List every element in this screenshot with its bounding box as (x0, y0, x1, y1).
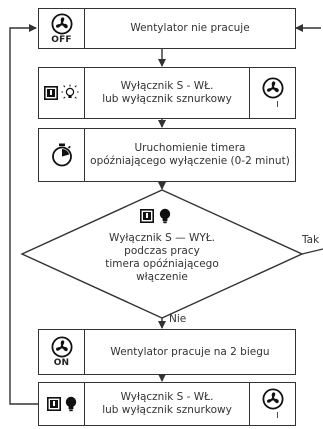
yes-branch-line (301, 248, 323, 255)
switch-on-icon-cell (39, 68, 85, 118)
step-fan-on: ON Wentylator pracuje na 2 biegu (38, 329, 296, 375)
fan-on-caption: ON (53, 358, 70, 368)
timer-line1: Uruchomienie timera (134, 142, 246, 154)
fan-on-icon-cell: ON (39, 330, 85, 374)
fan-icon (261, 388, 284, 410)
switch-on-line1: Wyłącznik S - WŁ. (120, 80, 214, 92)
switch-on-2-line2: lub wyłącznik sznurkowy (102, 404, 232, 416)
yes-label: Tak (302, 234, 320, 246)
switch-icon (46, 397, 61, 411)
light-bulb-icon (65, 396, 76, 412)
decision-line1: Wyłącznik S — WYŁ. (109, 232, 215, 244)
decision-line3: timera opóźniającego (105, 258, 219, 270)
fan-icon (50, 336, 73, 358)
fan-off-text: Wentylator nie pracuje (130, 22, 250, 34)
switch-on-2-text: Wyłącznik S - WŁ. lub wyłącznik sznurkow… (85, 383, 249, 425)
decision-diamond (20, 189, 304, 319)
fan-icon (261, 77, 284, 99)
switch-icon (44, 86, 58, 100)
no-label: Nie (169, 313, 187, 325)
fan-icon (50, 12, 73, 35)
switch-on-2-icon-cell (39, 383, 85, 425)
switch-on-text: Wyłącznik S - WŁ. lub wyłącznik sznurkow… (85, 68, 249, 118)
switch-on-2-line1: Wyłącznik S - WŁ. (120, 391, 214, 403)
stopwatch-icon (51, 143, 72, 167)
step-switch-on: Wyłącznik S - WŁ. lub wyłącznik sznurkow… (38, 67, 296, 119)
speed-1-caption-2: I (276, 411, 279, 420)
switch-on-fan-cell: I (249, 68, 295, 118)
fan-off-caption: OFF (51, 34, 72, 45)
decision-line4: włączenie (136, 271, 188, 283)
step-switch-on-2: Wyłącznik S - WŁ. lub wyłącznik sznurkow… (38, 382, 296, 426)
decision-line2: podczas pracy (124, 245, 200, 257)
step-fan-off: OFF Wentylator nie pracuje (38, 8, 296, 49)
light-bulb-on-icon (61, 84, 79, 99)
switch-on-line2: lub wyłącznik sznurkowy (102, 93, 232, 105)
decision-text: Wyłącznik S — WYŁ. podczas pracy timera … (92, 232, 232, 284)
fan-off-icon-cell: OFF (39, 9, 85, 48)
timer-text: Uruchomienie timera opóźniającego wyłącz… (85, 129, 295, 181)
loop-back-line (9, 24, 38, 405)
timer-icon-cell (39, 129, 85, 181)
speed-1-caption: I (276, 100, 279, 109)
timer-line2: opóźniającego wyłączenie (0-2 minut) (90, 155, 290, 167)
step-timer: Uruchomienie timera opóźniającego wyłącz… (38, 128, 296, 182)
switch-on-2-fan-cell: I (249, 383, 295, 425)
fan-on-text: Wentylator pracuje na 2 biegu (110, 345, 270, 358)
decision-icons (140, 208, 171, 224)
switch-icon (140, 209, 154, 223)
light-bulb-icon (159, 208, 171, 224)
